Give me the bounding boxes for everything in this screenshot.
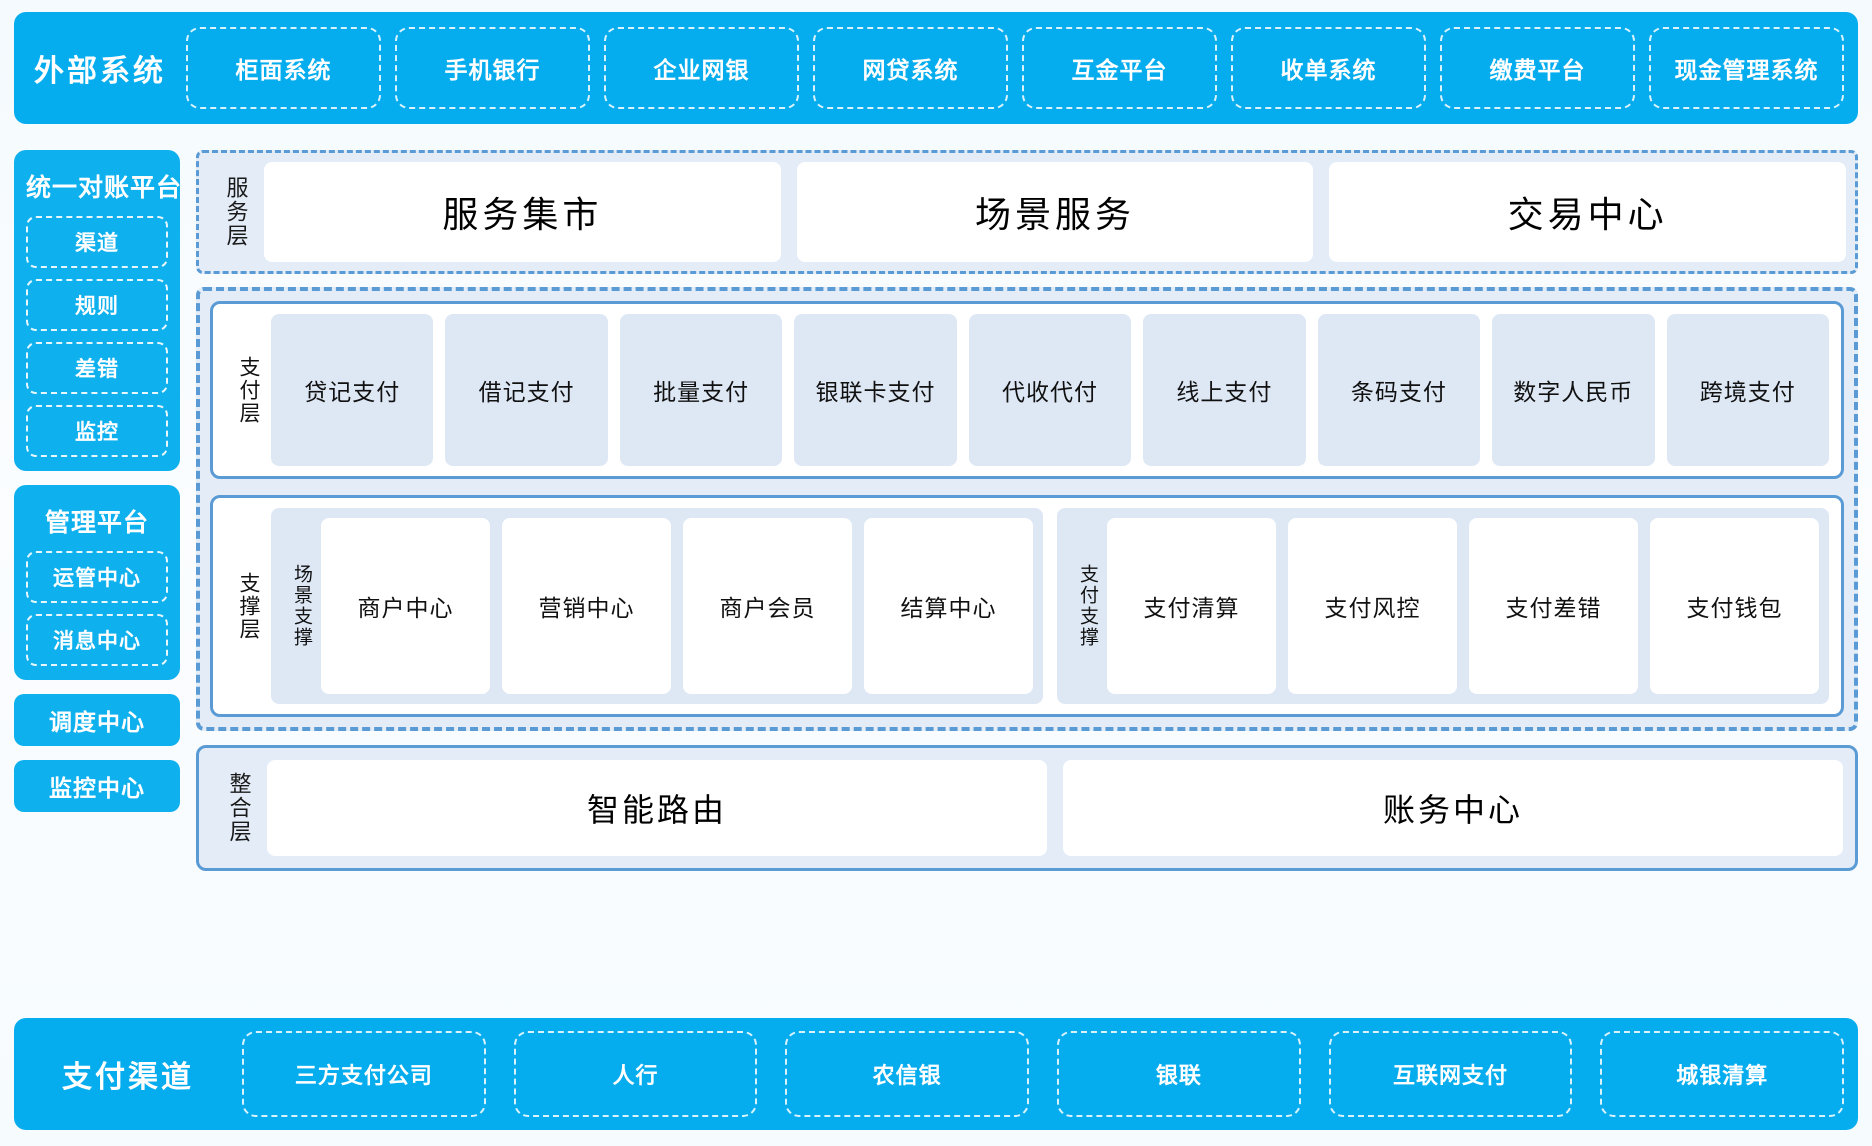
- external-systems-list: 柜面系统 手机银行 企业网银 网贷系统 互金平台 收单系统 缴费平台 现金管理系…: [186, 27, 1844, 109]
- support-card-payment-riskctrl[interactable]: 支付风控: [1288, 518, 1457, 694]
- mgmt-platform-title: 管理平台: [44, 509, 149, 537]
- service-layer-label: 服务层: [223, 176, 249, 248]
- recon-platform-item-monitor[interactable]: 监控: [26, 405, 168, 457]
- support-group-scenario: 场景支撑 商户中心 营销中心 商户会员 结算中心: [271, 508, 1043, 704]
- payment-channel-item[interactable]: 农信银: [785, 1031, 1030, 1117]
- payment-card-credit[interactable]: 贷记支付: [271, 314, 434, 466]
- sidebar-item-scheduler-center[interactable]: 调度中心: [14, 694, 180, 746]
- integration-layer-cards: 智能路由 账务中心: [267, 760, 1843, 856]
- external-system-item[interactable]: 缴费平台: [1440, 27, 1635, 109]
- support-group-scenario-label: 场景支撑: [290, 564, 312, 648]
- support-card-merchant-center[interactable]: 商户中心: [321, 518, 490, 694]
- external-systems-title: 外部系统: [34, 55, 166, 88]
- recon-platform-item-errors[interactable]: 差错: [26, 342, 168, 394]
- external-system-item[interactable]: 收单系统: [1231, 27, 1426, 109]
- support-card-payment-clearing[interactable]: 支付清算: [1107, 518, 1276, 694]
- payment-layer-cards: 贷记支付 借记支付 批量支付 银联卡支付 代收代付 线上支付 条码支付 数字人民…: [271, 314, 1829, 466]
- sidebar-item-monitor-center[interactable]: 监控中心: [14, 760, 180, 812]
- payment-card-barcode[interactable]: 条码支付: [1317, 314, 1481, 466]
- external-systems-band: 外部系统 柜面系统 手机银行 企业网银 网贷系统 互金平台 收单系统 缴费平台 …: [14, 12, 1858, 124]
- service-layer-cards: 服务集市 场景服务 交易中心: [264, 162, 1847, 262]
- support-layer-groups: 场景支撑 商户中心 营销中心 商户会员 结算中心 支付支撑: [271, 508, 1829, 704]
- mgmt-platform-card: 管理平台 运管中心 消息中心: [14, 485, 180, 680]
- integration-layer-panel: 整合层 智能路由 账务中心: [196, 745, 1858, 871]
- payment-layer-label: 支付层: [237, 355, 261, 425]
- payment-card-batch[interactable]: 批量支付: [619, 314, 783, 466]
- support-card-payment-wallet[interactable]: 支付钱包: [1650, 518, 1819, 694]
- payment-channel-item[interactable]: 互联网支付: [1328, 1031, 1573, 1117]
- external-system-item[interactable]: 柜面系统: [186, 27, 381, 109]
- payment-card-unionpay[interactable]: 银联卡支付: [794, 314, 957, 466]
- payment-layer-panel: 支付层 贷记支付 借记支付 批量支付 银联卡支付 代收代付 线上支付 条码支付 …: [210, 301, 1844, 479]
- support-card-payment-error[interactable]: 支付差错: [1469, 518, 1638, 694]
- recon-platform-title: 统一对账平台: [26, 174, 183, 202]
- service-card-market[interactable]: 服务集市: [264, 162, 781, 262]
- external-system-item[interactable]: 互金平台: [1022, 27, 1217, 109]
- payment-channel-list: 三方支付公司 人行 农信银 银联 互联网支付 城银清算: [242, 1031, 1845, 1117]
- recon-platform-card: 统一对账平台 渠道 规则 差错 监控: [14, 150, 183, 471]
- integration-card-accounting[interactable]: 账务中心: [1063, 760, 1843, 856]
- integration-layer-label: 整合层: [226, 772, 252, 844]
- payment-channel-item[interactable]: 三方支付公司: [242, 1031, 486, 1117]
- left-sidebar: 统一对账平台 渠道 规则 差错 监控 管理平台 运管中心 消息中心 调度中心 监…: [14, 150, 183, 826]
- support-group-scenario-cards: 商户中心 营销中心 商户会员 结算中心: [321, 518, 1033, 694]
- payment-card-collection[interactable]: 代收代付: [968, 314, 1132, 466]
- payment-channel-item[interactable]: 人行: [513, 1031, 758, 1117]
- support-layer-panel: 支撑层 场景支撑 商户中心 营销中心 商户会员 结算中心: [210, 495, 1844, 717]
- external-system-item[interactable]: 手机银行: [395, 27, 590, 109]
- support-group-payment-label: 支付支撑: [1076, 564, 1098, 648]
- payment-channel-title: 支付渠道: [62, 1061, 194, 1094]
- support-card-marketing-center[interactable]: 营销中心: [502, 518, 671, 694]
- payment-card-crossborder[interactable]: 跨境支付: [1666, 314, 1829, 466]
- service-card-scenario[interactable]: 场景服务: [796, 162, 1314, 262]
- support-group-payment-cards: 支付清算 支付风控 支付差错 支付钱包: [1107, 518, 1819, 694]
- external-system-item[interactable]: 企业网银: [604, 27, 799, 109]
- external-system-item[interactable]: 网贷系统: [813, 27, 1008, 109]
- mgmt-platform-item-ops[interactable]: 运管中心: [26, 551, 168, 603]
- recon-platform-item-rules[interactable]: 规则: [26, 279, 168, 331]
- external-system-item[interactable]: 现金管理系统: [1649, 27, 1844, 109]
- mgmt-platform-item-message[interactable]: 消息中心: [26, 614, 168, 666]
- core-platform-panel: 支付层 贷记支付 借记支付 批量支付 银联卡支付 代收代付 线上支付 条码支付 …: [196, 287, 1858, 731]
- main-layers: 服务层 服务集市 场景服务 交易中心 支付层 贷记支付: [196, 150, 1858, 871]
- payment-channel-band: 支付渠道 三方支付公司 人行 农信银 银联 互联网支付 城银清算: [14, 1018, 1858, 1130]
- payment-channel-item[interactable]: 银联: [1057, 1031, 1301, 1117]
- support-group-payment: 支付支撑 支付清算 支付风控 支付差错 支付钱包: [1057, 508, 1829, 704]
- support-card-settlement-center[interactable]: 结算中心: [864, 518, 1033, 694]
- payment-card-digital-rmb[interactable]: 数字人民币: [1492, 314, 1655, 466]
- payment-channel-item[interactable]: 城银清算: [1600, 1031, 1845, 1117]
- service-card-transaction[interactable]: 交易中心: [1329, 162, 1847, 262]
- support-card-merchant-member[interactable]: 商户会员: [683, 518, 852, 694]
- service-layer-panel: 服务层 服务集市 场景服务 交易中心: [196, 150, 1858, 274]
- recon-platform-item-channel[interactable]: 渠道: [26, 216, 168, 268]
- support-layer-label: 支撑层: [237, 571, 261, 641]
- payment-card-online[interactable]: 线上支付: [1143, 314, 1306, 466]
- payment-card-debit[interactable]: 借记支付: [445, 314, 608, 466]
- integration-card-smart-routing[interactable]: 智能路由: [267, 760, 1047, 856]
